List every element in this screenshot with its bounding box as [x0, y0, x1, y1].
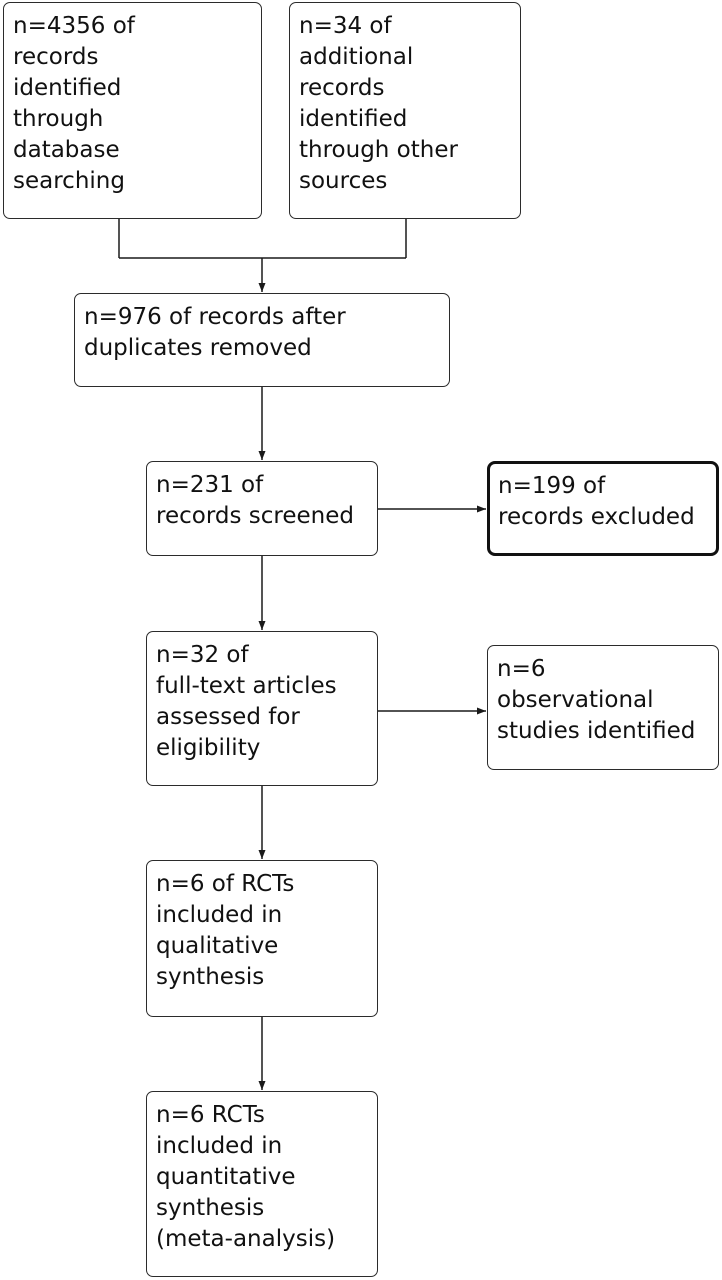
records-after-duplicates-box: n=976 of records after duplicates remove…: [74, 293, 450, 387]
records-identified-database-box: n=4356 of records identified through dat…: [3, 2, 262, 219]
observational-studies-box: n=6 observational studies identified: [487, 645, 719, 770]
records-excluded-box: n=199 of records excluded: [487, 461, 719, 556]
quantitative-synthesis-box: n=6 RCTs included in quantitative synthe…: [146, 1091, 378, 1277]
full-text-assessed-box: n=32 of full-text articles assessed for …: [146, 631, 378, 786]
records-identified-other-sources-box: n=34 of additional records identified th…: [289, 2, 521, 219]
records-screened-box: n=231 of records screened: [146, 461, 378, 556]
qualitative-synthesis-box: n=6 of RCTs included in qualitative synt…: [146, 860, 378, 1017]
